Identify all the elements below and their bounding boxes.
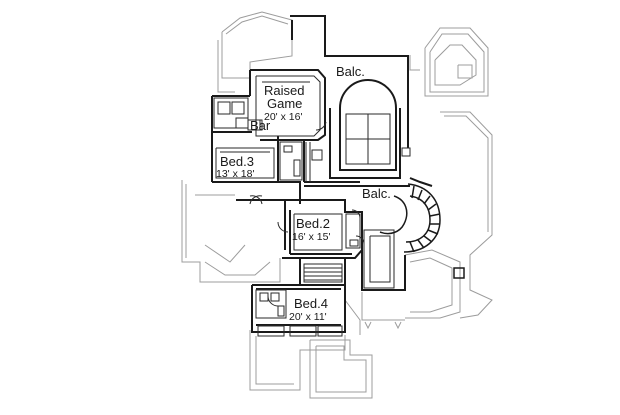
- room-labels: Balc. Raised Game 20' x 16' Bar Bed.3 13…: [216, 64, 391, 323]
- room-name-game: Game: [267, 96, 302, 111]
- room-name-bed-2: Bed.2: [296, 216, 330, 231]
- room-name-lower-balcony: Balc.: [362, 186, 391, 201]
- room-dims-raised-game: 20' x 16': [264, 111, 302, 123]
- roof-outline: [181, 11, 493, 399]
- room-dims-bed-2: 16' x 15': [292, 231, 330, 243]
- interior-details: [213, 75, 411, 337]
- room-name-bed-4: Bed.4: [294, 296, 328, 311]
- door-swings: [249, 121, 365, 307]
- room-dims-bed-4: 20' x 11': [289, 311, 327, 323]
- spiral-staircase: [379, 183, 465, 279]
- room-name-bar: Bar: [250, 118, 271, 133]
- room-name-upper-balcony: Balc.: [336, 64, 365, 79]
- room-name-bed-3: Bed.3: [220, 154, 254, 169]
- walls: [211, 15, 433, 333]
- room-name-raised: Raised: [264, 83, 304, 98]
- room-dims-bed-3: 13' x 18': [216, 168, 254, 180]
